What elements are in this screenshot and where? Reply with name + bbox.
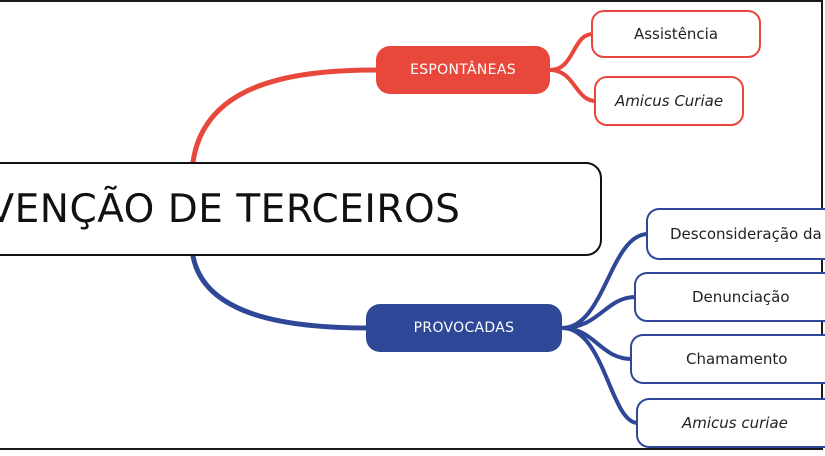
central-topic[interactable]: RVENÇÃO DE TERCEIROS [0, 162, 602, 256]
topic-chamamento-label: Chamamento [686, 350, 788, 368]
topic-denunciacao[interactable]: Denunciação [634, 272, 825, 322]
topic-amicus-curiae-spontaneous[interactable]: Amicus Curiae [594, 76, 744, 126]
connector-central-espontaneas [190, 67, 381, 165]
branch-provocadas-label: PROVOCADAS [413, 320, 515, 336]
connector-provocadas-denunciacao [560, 295, 638, 330]
connector-provocadas-desconsideracao [560, 232, 650, 330]
topic-assistencia-label: Assistência [633, 25, 719, 43]
topic-amicus-curiae-spontaneous-label: Amicus Curiae [614, 92, 724, 110]
topic-desconsideracao[interactable]: Desconsideração da [646, 208, 825, 260]
connector-provocadas-amicus [560, 326, 640, 425]
connector-espontaneas-assistencia [548, 32, 595, 72]
topic-chamamento[interactable]: Chamamento [630, 334, 825, 384]
topic-assistencia[interactable]: Assistência [591, 10, 761, 58]
branch-espontaneas[interactable]: ESPONTÂNEAS [376, 46, 550, 94]
branch-espontaneas-label: ESPONTÂNEAS [410, 62, 516, 78]
connector-espontaneas-amicus [548, 68, 598, 103]
topic-denunciacao-label: Denunciação [692, 288, 790, 306]
branch-provocadas[interactable]: PROVOCADAS [366, 304, 562, 352]
topic-desconsideracao-label: Desconsideração da [670, 225, 822, 243]
connector-central-provocadas [190, 253, 371, 331]
topic-amicus-curiae-provoked[interactable]: Amicus curiae [636, 398, 825, 448]
topic-amicus-curiae-provoked-label: Amicus curiae [682, 414, 788, 432]
central-topic-label: RVENÇÃO DE TERCEIROS [0, 186, 461, 232]
